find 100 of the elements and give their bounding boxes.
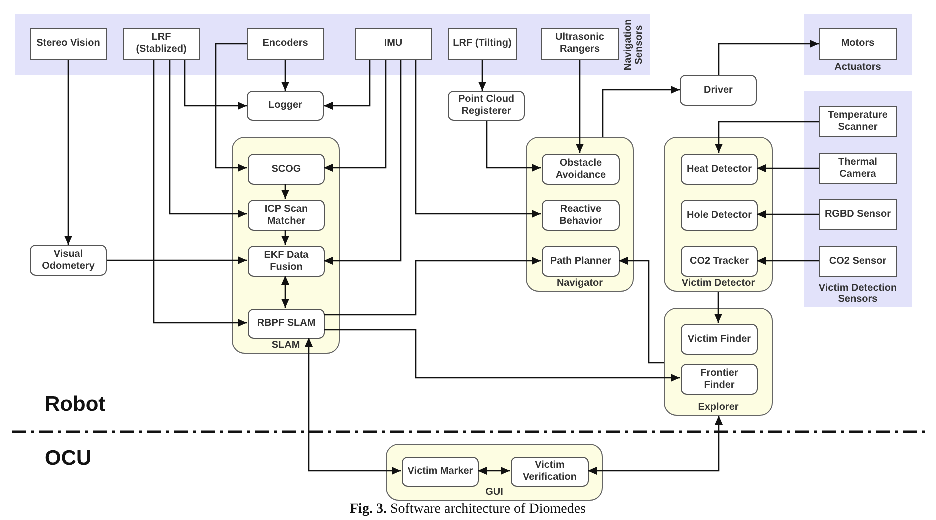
process-box xyxy=(681,200,758,231)
group-heading: GUI xyxy=(486,487,504,498)
arrow xyxy=(602,86,680,137)
process-box xyxy=(680,75,757,106)
process-box xyxy=(248,309,325,339)
arrow xyxy=(324,60,402,265)
arrow xyxy=(718,40,819,75)
box-label: Point Cloud Registerer xyxy=(457,94,516,118)
region-label: Robot xyxy=(45,393,106,417)
box-label: LRF (Tilting) xyxy=(452,38,513,50)
sensor-box xyxy=(30,28,107,60)
sensor-group-band xyxy=(804,14,912,75)
process-box xyxy=(681,324,758,355)
process-box xyxy=(448,91,525,121)
arrow xyxy=(64,60,72,245)
process-box xyxy=(402,457,479,487)
arrow xyxy=(153,60,247,327)
arrow xyxy=(324,329,680,382)
arrow xyxy=(282,184,290,199)
arrow xyxy=(619,257,664,364)
box-label: SCOG xyxy=(270,164,302,176)
sensor-box xyxy=(819,28,897,60)
box-label: Frontier Finder xyxy=(700,368,740,392)
module-group xyxy=(386,444,603,501)
process-box xyxy=(30,245,107,276)
box-label: Victim Finder xyxy=(686,334,752,346)
box-label: Reactive Behavior xyxy=(558,204,604,228)
arrow xyxy=(305,338,401,475)
sensor-box xyxy=(819,199,897,230)
arrow xyxy=(576,60,584,153)
arrow xyxy=(324,257,541,316)
arrow xyxy=(478,467,510,475)
arrow xyxy=(478,60,486,91)
group-heading: Explorer xyxy=(698,402,739,413)
arrow xyxy=(215,43,247,172)
arrow xyxy=(714,292,722,323)
box-label: LRF (Stablized) xyxy=(135,32,188,56)
arrow xyxy=(324,60,387,172)
process-box xyxy=(511,457,589,487)
box-label: Victim Marker xyxy=(406,466,474,478)
arrow xyxy=(282,276,290,308)
sensor-box xyxy=(123,28,200,60)
sensor-box xyxy=(448,28,517,60)
arrow xyxy=(757,164,819,172)
process-box xyxy=(542,154,620,185)
box-label: Heat Detector xyxy=(686,164,754,176)
arrow xyxy=(184,60,247,110)
box-label: Logger xyxy=(268,100,304,112)
process-box xyxy=(681,154,758,185)
arrow xyxy=(282,60,290,91)
arrow xyxy=(757,257,819,265)
process-box xyxy=(248,154,325,185)
box-label: Temperature Scanner xyxy=(827,110,889,134)
box-label: Driver xyxy=(703,84,734,96)
sensor-box xyxy=(247,28,324,60)
box-label: Ultrasonic Rangers xyxy=(554,32,606,56)
process-box xyxy=(542,200,620,231)
box-label: Encoders xyxy=(262,38,310,50)
region-label: OCU xyxy=(45,447,92,471)
box-label: ICP Scan Matcher xyxy=(264,204,310,228)
box-label: Visual Odometery xyxy=(41,248,96,272)
process-box xyxy=(681,246,758,277)
sensor-box xyxy=(819,153,897,184)
box-label: IMU xyxy=(383,38,404,50)
module-group xyxy=(526,137,634,292)
arrow xyxy=(486,121,541,172)
arrow xyxy=(588,416,723,475)
box-label: Thermal Camera xyxy=(838,156,878,180)
box-label: Victim Verification xyxy=(522,460,578,484)
sensor-box xyxy=(819,246,897,277)
group-heading: Victim Detection Sensors xyxy=(818,283,898,305)
sensor-box xyxy=(819,106,897,137)
sensor-group-band xyxy=(804,91,912,307)
arrow xyxy=(757,210,819,218)
module-group xyxy=(664,308,773,416)
process-box xyxy=(681,364,758,395)
box-label: Hole Detector xyxy=(686,210,753,222)
sensor-box xyxy=(355,28,432,60)
arrow xyxy=(282,230,290,245)
box-label: Obstacle Avoidance xyxy=(554,158,608,182)
figure-caption: Fig. 3. Software architecture of Diomedes xyxy=(350,502,586,517)
arrow xyxy=(169,60,247,218)
box-label: Stereo Vision xyxy=(36,38,102,50)
process-box xyxy=(542,246,620,277)
sensor-box xyxy=(541,28,619,60)
box-label: Motors xyxy=(840,38,876,50)
group-heading: Navigator xyxy=(556,278,604,289)
group-heading: Actuators xyxy=(834,62,882,73)
group-heading: Victim Detector xyxy=(682,278,756,289)
box-label: RGBD Sensor xyxy=(824,208,892,220)
box-label: Path Planner xyxy=(549,256,613,268)
box-label: RBPF SLAM xyxy=(256,318,317,330)
group-heading: Navigation Sensors xyxy=(623,18,645,72)
box-label: EKF Data Fusion xyxy=(263,250,310,274)
module-group xyxy=(232,137,340,354)
group-heading: SLAM xyxy=(272,340,300,351)
sensor-group-band xyxy=(15,14,650,75)
arrow xyxy=(415,60,541,218)
arrow xyxy=(715,121,819,153)
process-box xyxy=(248,246,325,277)
